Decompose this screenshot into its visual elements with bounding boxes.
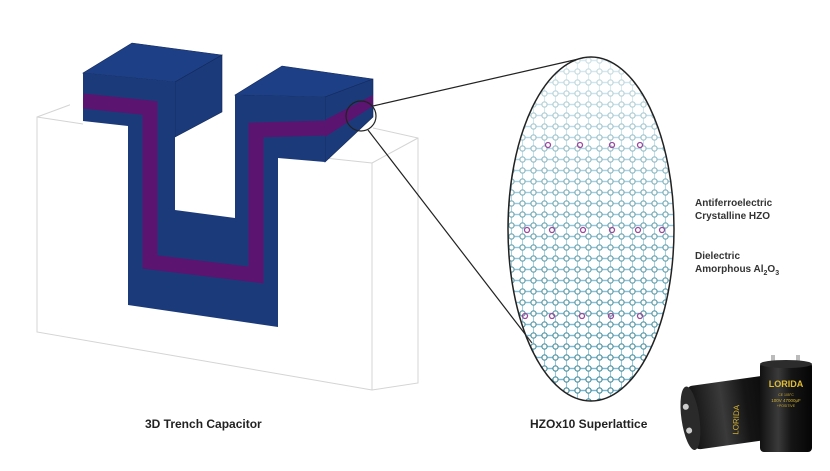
label-antiferroelectric-hzo: Antiferroelectric Crystalline HZO <box>695 197 772 223</box>
trench-capacitor <box>70 42 374 327</box>
right-block-side-dielectric <box>325 95 373 137</box>
label-line: Dielectric <box>695 251 741 262</box>
capacitor-rating: 100V 47000μF <box>771 398 801 403</box>
zoom-callout <box>345 57 584 344</box>
subscript: 2 <box>763 270 768 277</box>
label-line: Amorphous Al2O3 <box>695 263 779 280</box>
label-text: O <box>767 264 776 275</box>
superlattice-ellipse <box>507 56 675 402</box>
zoom-circle <box>345 100 377 132</box>
caption-superlattice: HZOx10 Superlattice <box>530 417 648 431</box>
capacitor-temp: CE 105°C <box>778 393 794 397</box>
label-dielectric-al2o3: Dielectric Amorphous Al2O3 <box>695 250 779 280</box>
svg-text:LORIDA: LORIDA <box>731 404 741 435</box>
label-line: Antiferroelectric <box>695 198 773 209</box>
subscript: 3 <box>775 270 780 277</box>
capacitor-brand: LORIDA <box>769 379 804 389</box>
substrate-box <box>36 99 419 391</box>
caption-trench-capacitor: 3D Trench Capacitor <box>145 417 262 431</box>
electrolytic-capacitors: LORIDA LORIDA CE 105°C 100V 47000μF +POS… <box>680 355 812 452</box>
dielectric-layer <box>82 93 326 284</box>
capacitor-polarity: +POSITIVE <box>777 404 796 408</box>
capacitor-standing: LORIDA CE 105°C 100V 47000μF +POSITIVE <box>760 355 812 452</box>
label-line: Crystalline HZO <box>695 211 771 222</box>
label-text: Amorphous Al <box>695 264 764 275</box>
